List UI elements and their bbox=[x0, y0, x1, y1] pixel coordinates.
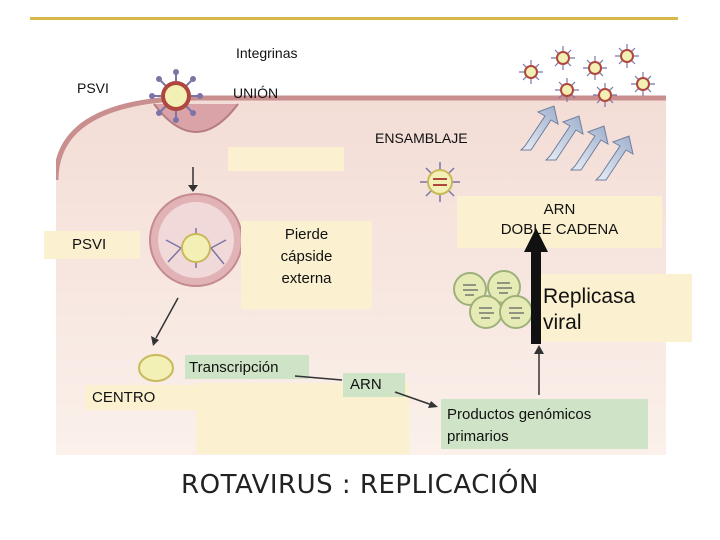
replicasa-box: Replicasa viral bbox=[540, 274, 692, 342]
flow-arrows bbox=[294, 375, 438, 408]
label-ensamblaje: ENSAMBLAJE bbox=[375, 130, 468, 146]
label-pierde-capside: Pierde cápside externa bbox=[241, 224, 372, 290]
replicasa-line-2: viral bbox=[543, 311, 582, 334]
pierde-line-1: Pierde bbox=[284, 226, 329, 243]
productos-box: Productos genómicos primarios bbox=[441, 399, 648, 449]
label-centro: CENTRO bbox=[92, 389, 156, 406]
label-arn: ARN bbox=[350, 376, 382, 393]
arrow-up-thick-icon bbox=[524, 228, 548, 344]
page-title: ROTAVIRUS : REPLICACIÓN bbox=[181, 470, 539, 500]
replicasa-line-1: Replicasa bbox=[543, 285, 636, 308]
arrow-up-icon bbox=[534, 345, 544, 354]
top-accent-line bbox=[30, 17, 678, 20]
arn-doble-box: ARN DOBLE CADENA bbox=[457, 196, 662, 248]
pierde-line-3: externa bbox=[281, 270, 332, 287]
psvi-left-box: PSVI bbox=[44, 231, 140, 259]
transcripcion-box: Transcripción bbox=[185, 355, 309, 379]
exit-arrows-icon bbox=[519, 105, 634, 181]
label-psvi-top: PSVI bbox=[77, 80, 109, 96]
arn-box: ARN bbox=[343, 373, 405, 397]
arn-doble-line-2: DOBLE CADENA bbox=[500, 221, 619, 238]
pierde-line-2: cápside bbox=[280, 248, 333, 265]
arrow-down-icon bbox=[188, 185, 198, 192]
blank-label-box bbox=[228, 147, 344, 171]
virus-in-endosome-icon bbox=[165, 228, 227, 268]
arn-doble-line-1: ARN bbox=[543, 201, 576, 218]
arrow-down-left-icon bbox=[151, 336, 159, 346]
pierde-capside-box: Pierde cápside externa bbox=[241, 221, 372, 309]
label-arn-doble-cadena: ARN DOBLE CADENA bbox=[457, 200, 662, 240]
virus-icon bbox=[149, 69, 203, 123]
viral-core-icon bbox=[138, 354, 174, 382]
released-virions-icon bbox=[519, 44, 655, 107]
label-psvi-left: PSVI bbox=[72, 236, 107, 253]
viroplasm-particles-icon bbox=[453, 270, 533, 329]
arrow-right-icon bbox=[428, 401, 438, 408]
centro-box: CENTRO bbox=[85, 385, 196, 410]
assembled-virus-icon bbox=[420, 162, 460, 202]
label-integrinas: Integrinas bbox=[236, 45, 298, 61]
productos-line-2: primarios bbox=[447, 428, 509, 445]
label-replicasa-viral: Replicasa viral bbox=[543, 284, 635, 336]
productos-line-1: Productos genómicos bbox=[447, 406, 592, 423]
label-productos: Productos genómicos primarios bbox=[447, 404, 591, 448]
label-union: UNIÓN bbox=[233, 85, 279, 101]
label-transcripcion: Transcripción bbox=[189, 359, 279, 376]
